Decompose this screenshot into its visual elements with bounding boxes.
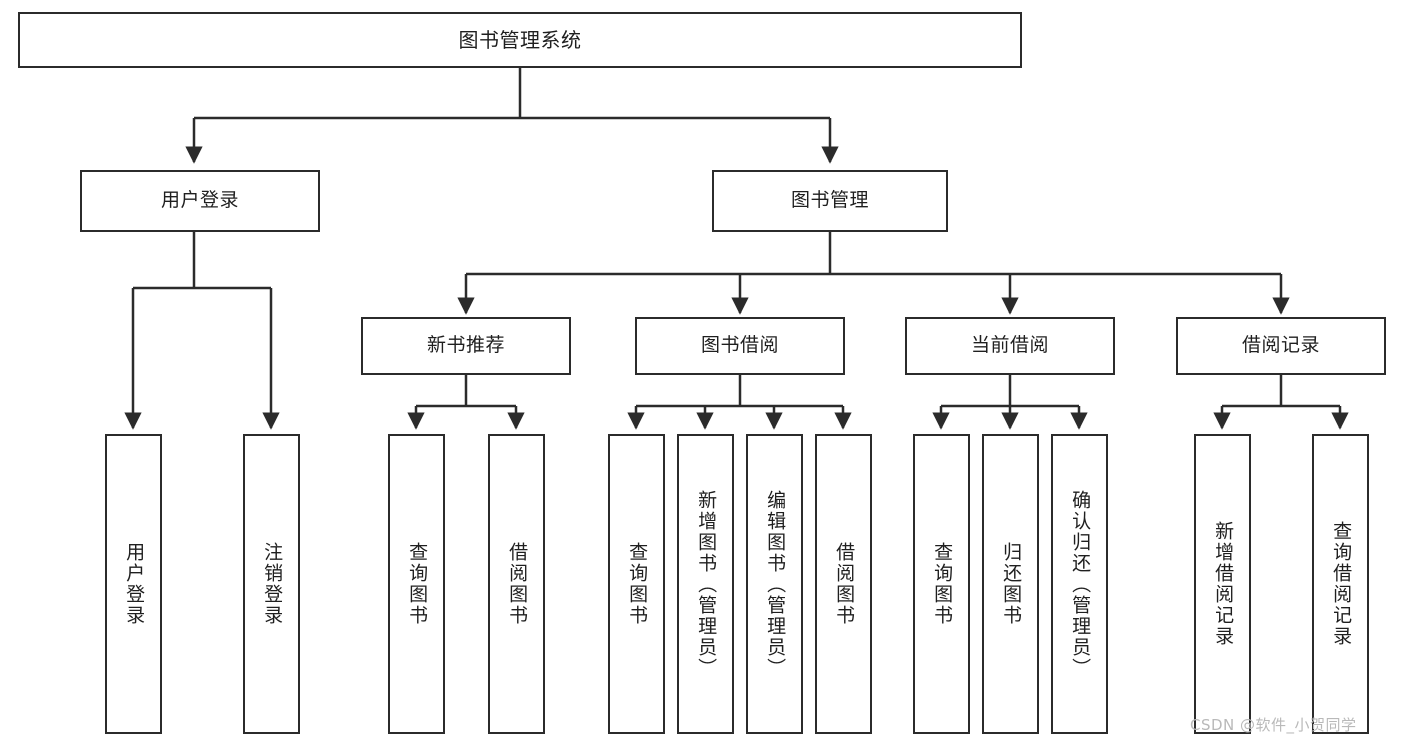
leaf-logout-login[interactable]: 注销登录 — [243, 434, 300, 734]
leaf-return-book[interactable]: 归还图书 — [982, 434, 1039, 734]
node-current-borrow[interactable]: 当前借阅 — [905, 317, 1115, 375]
leaf-query-book-3-label: 查询图书 — [931, 542, 954, 626]
leaf-logout-login-label: 注销登录 — [261, 542, 284, 626]
leaf-borrow-book-2-label: 借阅图书 — [833, 542, 856, 626]
leaf-borrow-book-1[interactable]: 借阅图书 — [488, 434, 545, 734]
leaf-user-login-label: 用户登录 — [123, 542, 146, 626]
leaf-query-borrow-record[interactable]: 查询借阅记录 — [1312, 434, 1369, 734]
leaf-borrow-book-2[interactable]: 借阅图书 — [815, 434, 872, 734]
node-user-login-label: 用户登录 — [160, 189, 239, 212]
node-book-borrow-label: 图书借阅 — [700, 334, 779, 357]
node-borrow-record-label: 借阅记录 — [1241, 334, 1320, 357]
node-root[interactable]: 图书管理系统 — [18, 12, 1022, 68]
watermark: CSDN @软件_小贺同学 — [1190, 716, 1357, 734]
node-book-borrow[interactable]: 图书借阅 — [635, 317, 845, 375]
node-borrow-record[interactable]: 借阅记录 — [1176, 317, 1386, 375]
node-root-label: 图书管理系统 — [458, 27, 582, 52]
leaf-user-login[interactable]: 用户登录 — [105, 434, 162, 734]
leaf-add-book[interactable]: 新增图书（管理员） — [677, 434, 734, 734]
leaf-query-book-2[interactable]: 查询图书 — [608, 434, 665, 734]
leaf-edit-book[interactable]: 编辑图书（管理员） — [746, 434, 803, 734]
leaf-query-book-1[interactable]: 查询图书 — [388, 434, 445, 734]
leaf-borrow-book-1-label: 借阅图书 — [506, 542, 529, 626]
leaf-add-book-label: 新增图书（管理员） — [695, 489, 718, 679]
leaf-return-book-label: 归还图书 — [1000, 542, 1023, 626]
leaf-add-borrow-record-label: 新增借阅记录 — [1212, 521, 1235, 647]
leaf-confirm-return-label: 确认归还（管理员） — [1069, 489, 1092, 679]
node-new-book-recommend[interactable]: 新书推荐 — [361, 317, 571, 375]
node-book-management[interactable]: 图书管理 — [712, 170, 948, 232]
node-current-borrow-label: 当前借阅 — [970, 334, 1049, 357]
leaf-edit-book-label: 编辑图书（管理员） — [764, 489, 787, 679]
leaf-query-book-3[interactable]: 查询图书 — [913, 434, 970, 734]
node-new-book-recommend-label: 新书推荐 — [426, 334, 505, 357]
node-book-management-label: 图书管理 — [790, 189, 869, 212]
leaf-add-borrow-record[interactable]: 新增借阅记录 — [1194, 434, 1251, 734]
leaf-query-borrow-record-label: 查询借阅记录 — [1330, 521, 1353, 647]
leaf-query-book-2-label: 查询图书 — [626, 542, 649, 626]
leaf-query-book-1-label: 查询图书 — [406, 542, 429, 626]
node-user-login[interactable]: 用户登录 — [80, 170, 320, 232]
leaf-confirm-return[interactable]: 确认归还（管理员） — [1051, 434, 1108, 734]
